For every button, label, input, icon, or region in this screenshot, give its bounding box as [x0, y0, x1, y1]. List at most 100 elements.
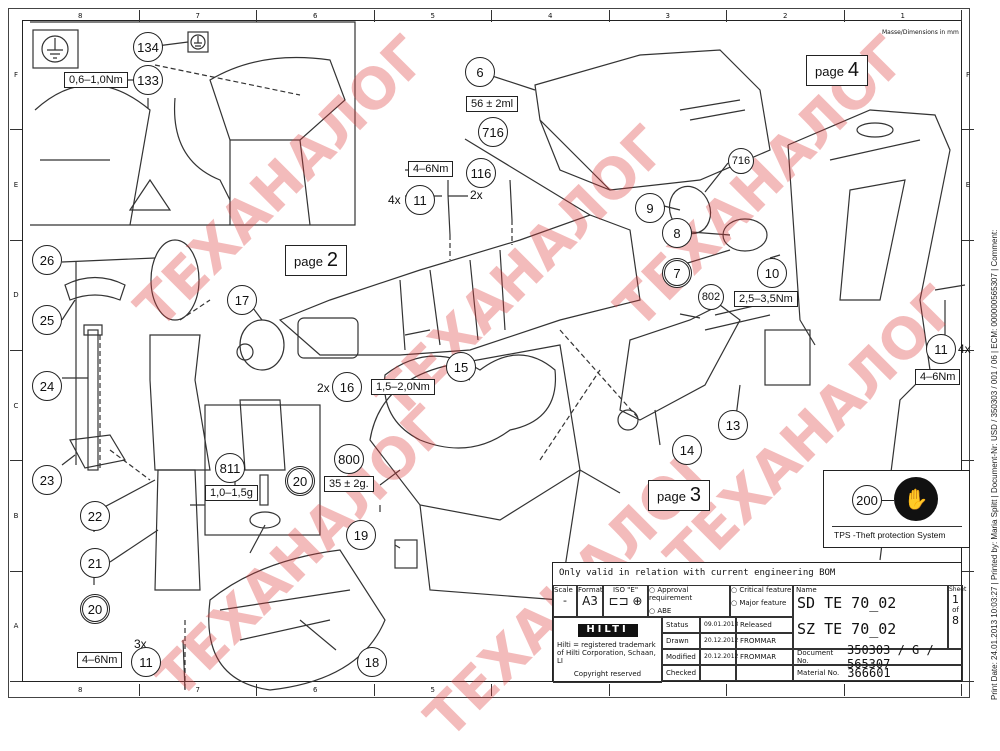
part-bubble-18[interactable]: 18	[357, 647, 387, 677]
part-bubble-22[interactable]: 22	[80, 501, 110, 531]
sheet-cell: Sheet 1 of 8	[948, 585, 967, 649]
part-bubble-134[interactable]: 134	[133, 32, 163, 62]
switch-module	[764, 329, 811, 386]
part-bubble-26[interactable]: 26	[32, 245, 62, 275]
zone-label	[492, 684, 610, 696]
part-bubble-800[interactable]: 800	[334, 444, 364, 474]
name-label: Name	[796, 586, 817, 594]
critical-feature-option[interactable]: ○ Critical feature	[731, 586, 792, 594]
page-ref-number: 2	[326, 249, 339, 271]
zone-label: 6	[257, 684, 375, 696]
abe-option[interactable]: ○ ABE	[649, 607, 672, 615]
zone-label: C	[10, 351, 22, 462]
part-bubble-716-right[interactable]: 716	[728, 148, 754, 174]
part-bubble-14[interactable]: 14	[672, 435, 702, 465]
zone-label: F	[10, 20, 22, 131]
part-bubble-25[interactable]: 25	[32, 305, 62, 335]
zone-label: D	[10, 241, 22, 351]
part-bubble-9[interactable]: 9	[635, 193, 665, 223]
logo-cell: HILTI Hilti = registered trademark of Hi…	[553, 617, 662, 683]
status-label: Status	[662, 617, 700, 633]
hilti-logo: HILTI	[577, 624, 638, 637]
format-value: A3	[582, 594, 598, 608]
part-bubble-133[interactable]: 133	[133, 65, 163, 95]
part-bubble-15[interactable]: 15	[446, 352, 476, 382]
part-bubble-11-right[interactable]: 11	[926, 334, 956, 364]
format-label: Format	[578, 586, 603, 594]
side-handle-grip	[154, 469, 201, 591]
screw	[182, 179, 966, 691]
ground-symbol-icon	[41, 35, 69, 63]
zone-ruler-bottom: 8 7 6 5	[22, 684, 962, 696]
part-bubble-21[interactable]: 21	[80, 548, 110, 578]
part-bubble-802[interactable]: 802	[698, 284, 724, 310]
part-bubble-17[interactable]: 17	[227, 285, 257, 315]
sheet-number: 1	[952, 593, 959, 606]
square-nut	[69, 434, 126, 469]
drawing-outer-frame	[8, 8, 970, 698]
part-bubble-7[interactable]: 7	[662, 258, 692, 288]
drawn-date: 20.12.2012	[700, 633, 738, 649]
torque-label-11-right: 4–6Nm	[915, 369, 961, 385]
part-bubble-8[interactable]: 8	[662, 218, 692, 248]
page-ref-number: 4	[847, 59, 860, 81]
approval-requirement-option[interactable]: ○ Approval requirement	[649, 586, 693, 602]
part-bubble-24[interactable]: 24	[32, 371, 62, 401]
sheet-label: Sheet	[949, 586, 967, 593]
modified-date: 20.12.2012	[700, 649, 738, 665]
part-bubble-200[interactable]: 200	[852, 485, 882, 515]
validity-note: Only valid in relation with current engi…	[559, 568, 836, 578]
label-plate	[394, 539, 418, 569]
part-bubble-716[interactable]: 716	[478, 117, 508, 147]
part-bubble-20[interactable]: 20	[80, 594, 110, 624]
document-label: Document No.	[797, 649, 834, 665]
part-bubble-13[interactable]: 13	[718, 410, 748, 440]
part-bubble-11-top[interactable]: 11	[405, 185, 435, 215]
part-bubble-19[interactable]: 19	[346, 520, 376, 550]
part-bubble-20-inset[interactable]: 20	[285, 466, 315, 496]
critical-feature-label: Critical feature	[739, 586, 792, 594]
zone-label: E	[962, 130, 974, 241]
part-bubble-811[interactable]: 811	[215, 453, 245, 483]
page-ref-label: page	[294, 254, 323, 269]
side-handle-band	[150, 239, 200, 321]
bottom-cover	[208, 549, 386, 691]
clamp-half	[64, 276, 126, 301]
major-feature-option[interactable]: ○ Major feature	[731, 599, 787, 607]
zone-label	[610, 684, 727, 696]
drawing-inner-frame	[22, 20, 962, 682]
zone-label: 8	[22, 10, 140, 22]
scale-cell: Scale -	[553, 585, 577, 617]
sheet-of: of	[952, 606, 959, 614]
name-line1: SD TE 70_02	[797, 594, 897, 612]
bolt	[87, 329, 99, 471]
feature-cell: ○ Critical feature ○ Major feature	[730, 585, 793, 617]
part-bubble-6[interactable]: 6	[465, 57, 495, 87]
part-bubble-116[interactable]: 116	[466, 158, 496, 188]
iso-label: ISO "E"	[612, 586, 639, 594]
brush-holder	[619, 304, 741, 421]
inset-detail-box	[204, 404, 321, 536]
drawn-label: Drawn	[662, 633, 700, 649]
ground-symbol-box	[32, 29, 79, 69]
part-bubble-23[interactable]: 23	[32, 465, 62, 495]
zone-ruler-right: F E	[962, 20, 974, 682]
zone-label	[845, 684, 962, 696]
part-bubble-16[interactable]: 16	[332, 372, 362, 402]
iso-cell: ISO "E" ⊏⊐ ⊕	[603, 585, 648, 617]
page-ref-number: 3	[689, 484, 702, 506]
amount-label-800: 35 ± 2g.	[324, 476, 374, 492]
amount-label-811: 1,0–1,5g	[205, 485, 258, 501]
scale-value: -	[563, 594, 567, 607]
part-bubble-10[interactable]: 10	[757, 258, 787, 288]
status-value: Released	[736, 617, 793, 633]
title-block: Only valid in relation with current engi…	[552, 562, 967, 683]
qty-label-16: 2x	[317, 381, 330, 395]
part-bubble-11-bottom[interactable]: 11	[131, 647, 161, 677]
drawn-by: FROMMAR	[736, 633, 793, 649]
major-feature-label: Major feature	[739, 599, 787, 607]
modified-label: Modified	[662, 649, 700, 665]
